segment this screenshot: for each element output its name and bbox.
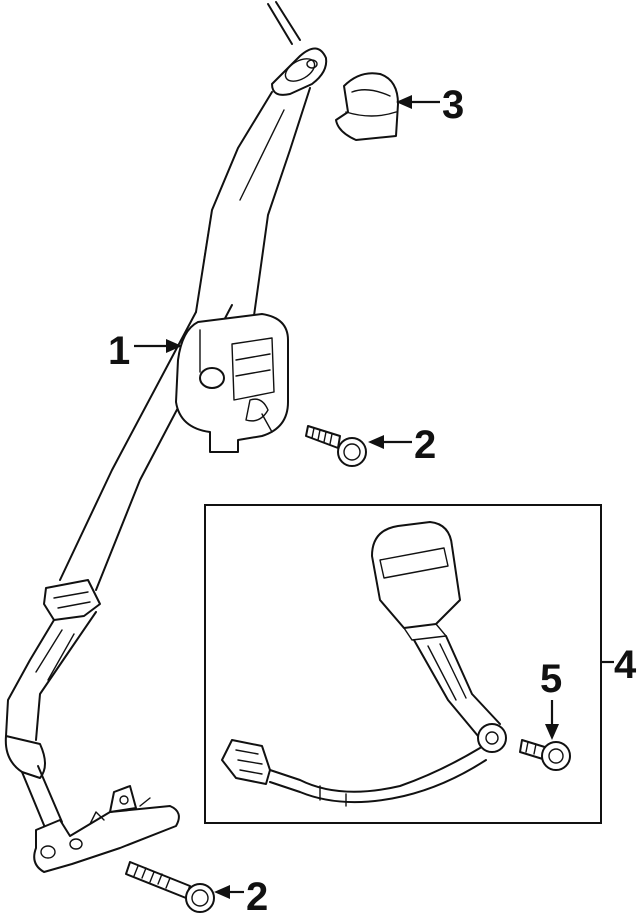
bolt-upper [305,425,367,467]
bolt-lower [125,861,215,913]
callout-1: 1 [108,329,130,373]
callout-3: 3 [442,83,464,127]
buckle-assembly [221,521,507,807]
callout-2-upper: 2 [414,423,436,467]
buckle-assembly-box [204,504,602,824]
seat-belt-retractor-assembly [4,1,328,873]
cover-cap [335,72,399,141]
callout-leaders [134,95,614,899]
callout-4: 4 [614,643,637,687]
callout-5: 5 [540,657,562,701]
bolt-part-5 [519,739,571,771]
callout-2-lower: 2 [246,875,268,919]
